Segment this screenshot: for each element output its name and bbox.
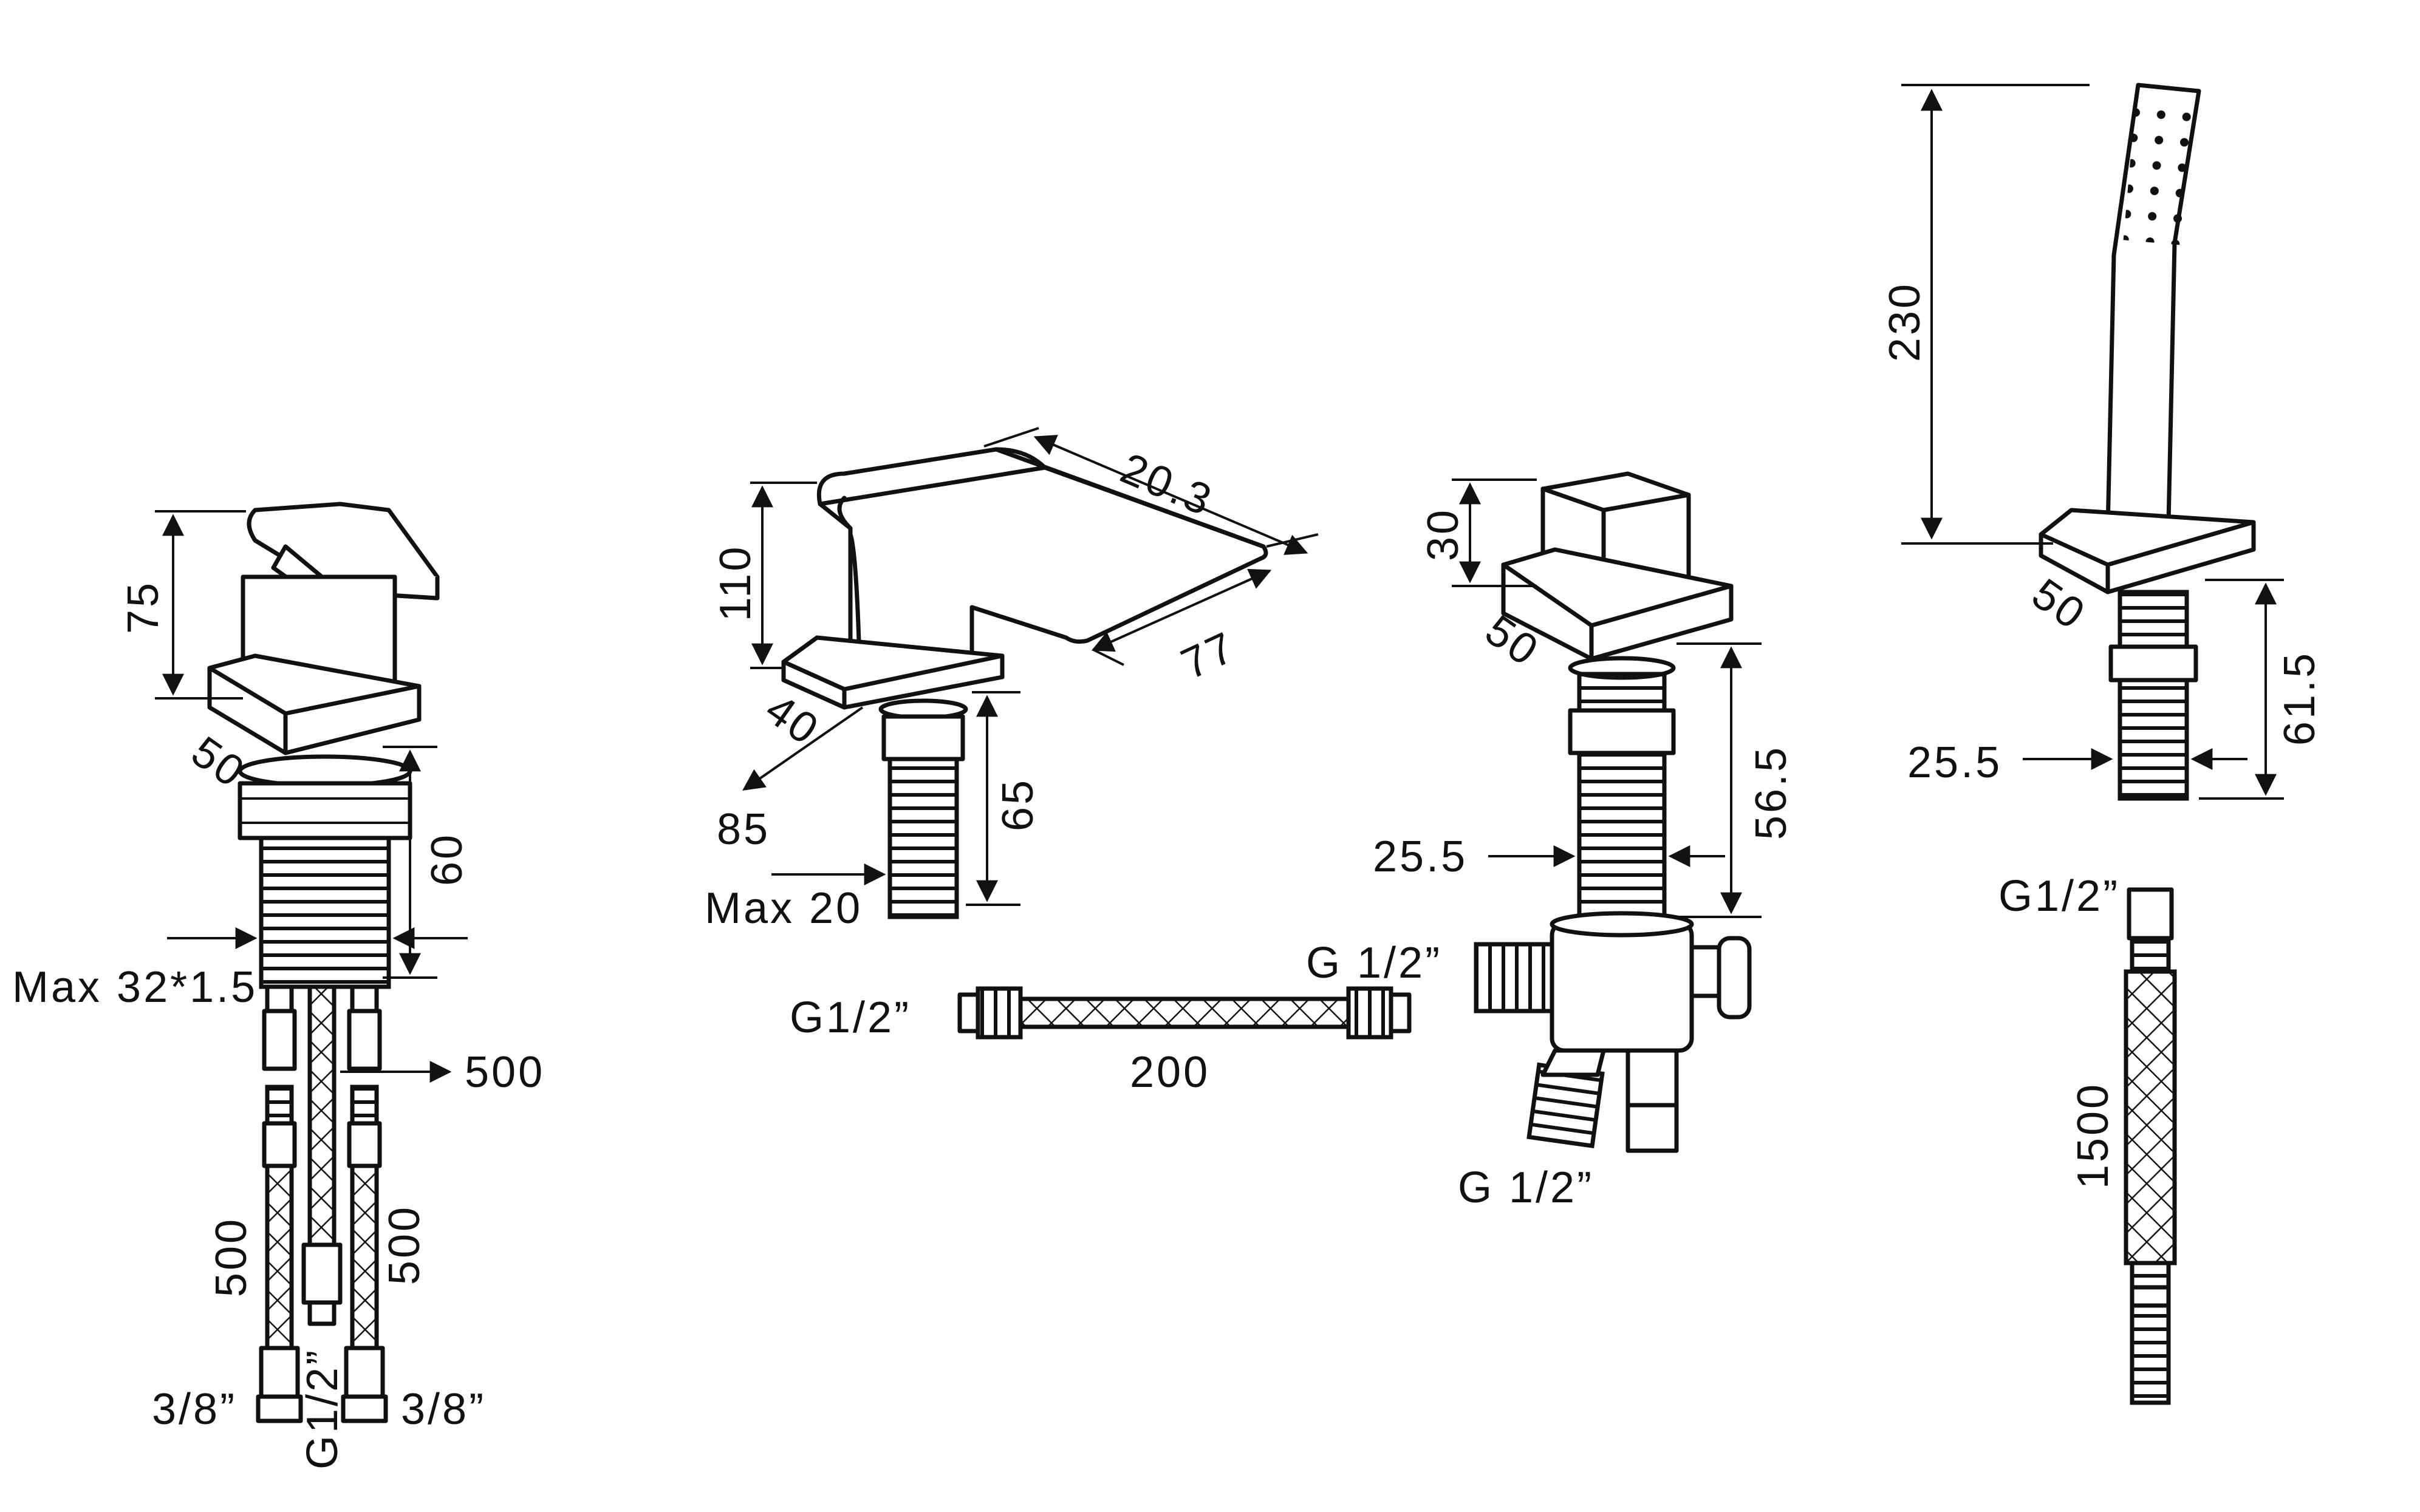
diverter-cap-label: 30 bbox=[1419, 508, 1468, 561]
handset-dimensions bbox=[1901, 84, 2284, 800]
shower-hose-conn-label: G1/2” bbox=[1998, 872, 2120, 921]
mixer-conn-left-label: 3/8” bbox=[152, 1385, 237, 1434]
diverter-dimensions bbox=[1452, 478, 1762, 918]
mixer-conn-right-label: 3/8” bbox=[401, 1385, 486, 1434]
handset-dia-label: 25.5 bbox=[1907, 738, 2002, 787]
link-length-label: 200 bbox=[1130, 1048, 1210, 1097]
mixer-max-label: Max 32*1.5 bbox=[12, 963, 258, 1012]
diverter-valve-icon bbox=[1474, 471, 1752, 1153]
diverter-dia-label: 25.5 bbox=[1373, 833, 1468, 881]
mixer-dimensions bbox=[155, 510, 468, 1083]
spout-max-label: Max 20 bbox=[705, 884, 863, 933]
diverter-thread-label: 56.5 bbox=[1747, 745, 1796, 840]
mixer-hose-right-label: 500 bbox=[380, 1205, 429, 1285]
mixer-conn-mid-label: G1/2” bbox=[298, 1348, 347, 1469]
deck-mixer-icon bbox=[207, 502, 440, 1423]
diverter-outlet-label: G 1/2” bbox=[1458, 1163, 1594, 1212]
shower-hose-len-label: 1500 bbox=[2069, 1082, 2118, 1189]
spout-reach-label: 77 bbox=[1174, 622, 1243, 689]
spout-thread-label: 65 bbox=[994, 778, 1042, 831]
mixer-hose-side-label: 500 bbox=[465, 1048, 545, 1097]
braided-hose-icon bbox=[957, 986, 1412, 1040]
spout-depth-label: 85 bbox=[717, 805, 770, 854]
mixer-height-label: 75 bbox=[119, 581, 168, 634]
spout-dimensions bbox=[742, 427, 1319, 906]
handset-height-label: 230 bbox=[1881, 282, 1929, 362]
hand-shower-icon bbox=[2039, 83, 2256, 801]
handset-thread-label: 61.5 bbox=[2275, 651, 2324, 746]
mixer-hose-left-label: 500 bbox=[207, 1217, 256, 1297]
shower-hose-icon bbox=[2124, 887, 2177, 1405]
spout-height-label: 110 bbox=[711, 545, 760, 622]
mixer-thread-label: 60 bbox=[423, 833, 471, 886]
link-right-label: G 1/2” bbox=[1306, 939, 1442, 987]
link-left-label: G1/2” bbox=[790, 993, 911, 1042]
